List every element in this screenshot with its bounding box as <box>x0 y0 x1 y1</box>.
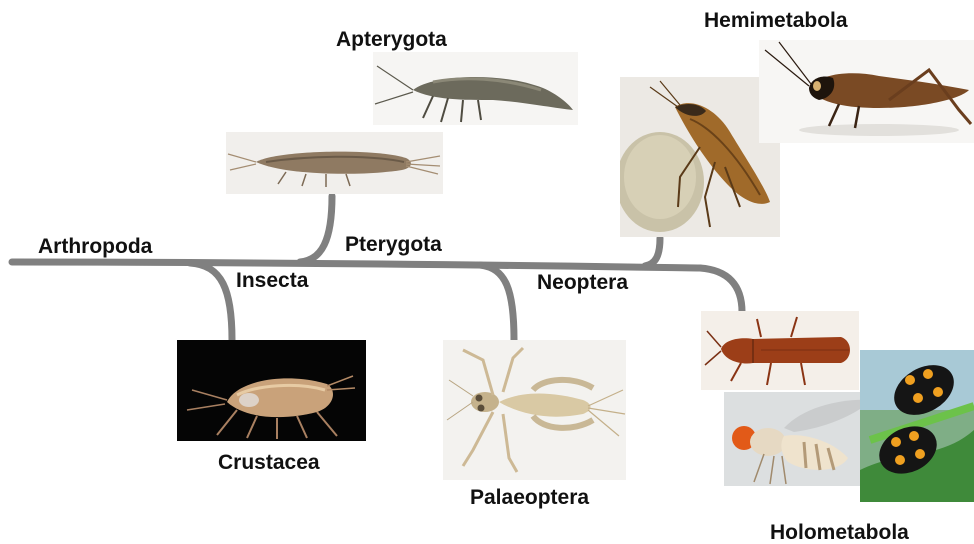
holometabola-beetle-photo <box>701 311 859 390</box>
label-neoptera: Neoptera <box>537 272 628 293</box>
label-crustacea: Crustacea <box>218 452 320 473</box>
apterygota-silverfish-photo <box>226 132 443 194</box>
holometabola-branch <box>700 268 742 312</box>
hemimetabola-branch <box>645 238 660 266</box>
label-arthropoda: Arthropoda <box>38 236 152 257</box>
crustacea-amphipod-photo <box>177 340 366 441</box>
holometabola-ladybird-photo <box>860 350 974 502</box>
palaeoptera-branch <box>480 265 514 340</box>
palaeoptera-mayfly-nymph-photo <box>443 340 626 480</box>
label-hemimetabola: Hemimetabola <box>704 10 848 31</box>
label-palaeoptera: Palaeoptera <box>470 487 589 508</box>
crustacea-branch <box>190 263 232 340</box>
label-pterygota: Pterygota <box>345 234 442 255</box>
label-apterygota: Apterygota <box>336 29 447 50</box>
label-insecta: Insecta <box>236 270 308 291</box>
holometabola-drosophila-photo <box>724 392 874 486</box>
main-trunk-branch <box>12 262 700 268</box>
hemimetabola-cricket-photo <box>759 40 974 143</box>
hemimetabola-cockroach-photo <box>620 77 780 237</box>
label-holometabola: Holometabola <box>770 522 909 543</box>
apterygota-bristletail-photo <box>373 52 578 125</box>
apterygota-branch <box>300 196 332 262</box>
